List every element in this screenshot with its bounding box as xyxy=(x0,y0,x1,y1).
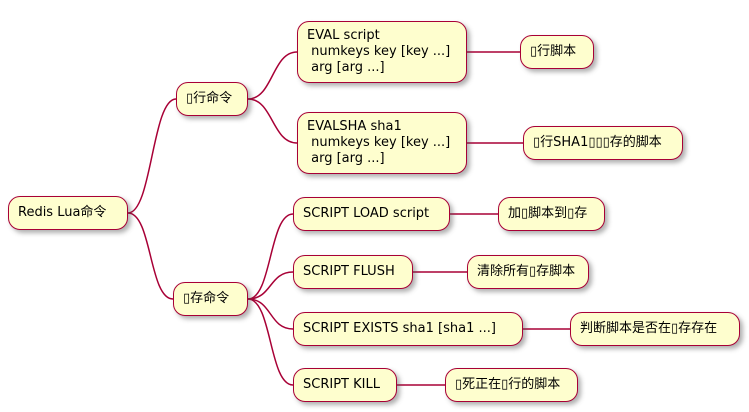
node-branch-exec-commands: ▯行命令 xyxy=(176,82,248,116)
node-script-exists-description: 判断脚本是否在▯存存在 xyxy=(570,312,740,346)
edge-cache-to-kill xyxy=(247,298,294,386)
edge-cache-to-flush xyxy=(247,271,294,300)
node-script-kill-command: SCRIPT KILL xyxy=(293,368,397,402)
node-script-flush-description: 清除所有▯存脚本 xyxy=(467,255,589,289)
node-root: Redis Lua命令 xyxy=(8,196,128,230)
edge-root-to-exec xyxy=(127,98,177,214)
edge-exec-to-eval xyxy=(247,51,298,100)
node-script-exists-command: SCRIPT EXISTS sha1 [sha1 ...] xyxy=(293,312,523,346)
edge-exec-to-evalsha xyxy=(247,98,298,144)
node-evalsha-description: ▯行SHA1▯▯▯存的脚本 xyxy=(523,126,683,160)
node-evalsha-command: EVALSHA sha1 numkeys key [key ...] arg [… xyxy=(297,112,467,174)
node-branch-cache-commands: ▯存命令 xyxy=(173,282,248,316)
node-eval-description: ▯行脚本 xyxy=(520,35,594,69)
edge-cache-to-load xyxy=(247,213,294,300)
node-script-load-description: 加▯脚本到▯存 xyxy=(498,197,605,231)
edge-cache-to-exists xyxy=(247,298,294,330)
node-eval-command: EVAL script numkeys key [key ...] arg [a… xyxy=(297,21,467,83)
node-script-flush-command: SCRIPT FLUSH xyxy=(293,255,413,289)
node-script-kill-description: ▯死正在▯行的脚本 xyxy=(445,368,578,402)
edge-root-to-cache xyxy=(127,212,174,300)
node-script-load-command: SCRIPT LOAD script xyxy=(293,197,450,231)
